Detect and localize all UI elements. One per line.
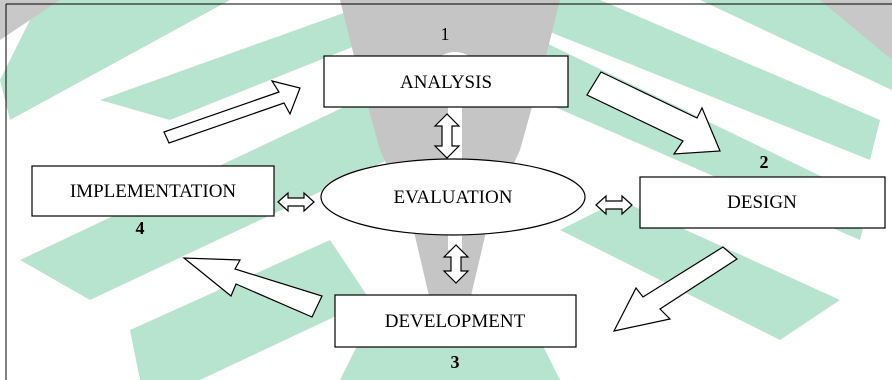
stage-development-number: 3 bbox=[451, 352, 460, 372]
watermark-band-left-3 bbox=[130, 240, 370, 380]
stage-analysis-number: 1 bbox=[441, 24, 450, 44]
stage-implementation-number: 4 bbox=[136, 218, 145, 238]
stage-design-label: DESIGN bbox=[727, 192, 797, 213]
arrow-design-to-development bbox=[612, 246, 738, 332]
stage-analysis-label: ANALYSIS bbox=[400, 72, 492, 93]
arrow-development-to-implementation bbox=[182, 257, 323, 318]
connector-evaluation-development-icon bbox=[442, 244, 470, 284]
stage-implementation-label: IMPLEMENTATION bbox=[70, 181, 237, 202]
evaluation-label: EVALUATION bbox=[394, 187, 513, 208]
evaluation-ellipse bbox=[320, 158, 586, 236]
stage-evaluation: EVALUATION bbox=[320, 158, 586, 236]
watermark-gray-left-wedge bbox=[0, 0, 60, 40]
watermark-band-right-4 bbox=[700, 0, 892, 90]
evaluation-connectors bbox=[277, 113, 633, 284]
stage-analysis-box bbox=[323, 55, 569, 108]
stage-development-label: DEVELOPMENT bbox=[385, 311, 526, 332]
cycle-arrows bbox=[163, 71, 738, 332]
watermark-band-right-1 bbox=[470, 0, 880, 160]
stage-development: DEVELOPMENT 3 bbox=[334, 294, 577, 372]
watermark-band-top-left bbox=[0, 0, 230, 120]
watermark-gray-right-wedge bbox=[820, 0, 892, 60]
connector-implementation-evaluation-icon bbox=[277, 191, 315, 213]
stage-design-box bbox=[639, 176, 886, 229]
connector-evaluation-design-icon bbox=[595, 194, 633, 216]
stage-implementation-box bbox=[31, 165, 275, 217]
arrow-analysis-to-design bbox=[586, 71, 721, 155]
stage-design: 2 DESIGN bbox=[639, 152, 886, 229]
stage-analysis: 1 ANALYSIS bbox=[323, 24, 569, 108]
connector-analysis-evaluation-icon bbox=[433, 113, 461, 159]
stage-design-number: 2 bbox=[760, 152, 769, 172]
arrow-implementation-to-analysis bbox=[163, 80, 301, 144]
stage-implementation: IMPLEMENTATION 4 bbox=[31, 165, 275, 238]
stage-development-box bbox=[334, 294, 577, 348]
